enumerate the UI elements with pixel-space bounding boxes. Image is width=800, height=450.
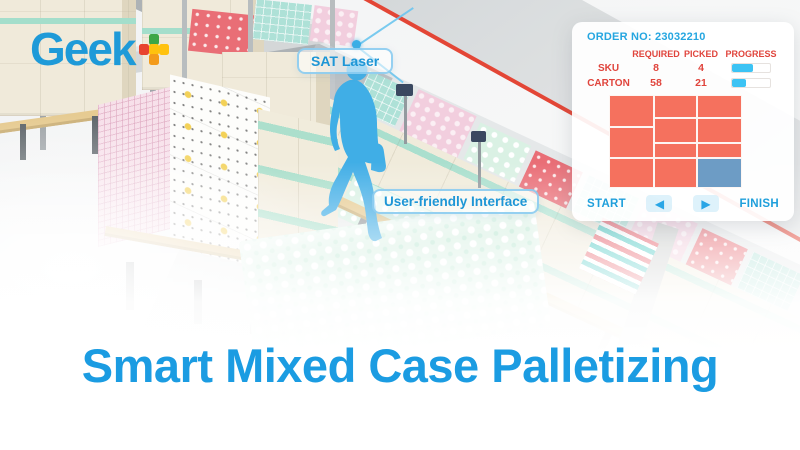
carton-required: 58 — [650, 77, 662, 89]
logo-plus-icon — [138, 34, 170, 65]
scanner-device — [396, 84, 413, 96]
pallet-grid-cell — [697, 95, 742, 119]
pallet-grid-cell — [609, 95, 654, 127]
crate-mint-top — [0, 0, 136, 24]
plus-arm-right — [158, 44, 170, 55]
plus-arm-bottom — [148, 54, 160, 65]
sku-picked: 4 — [698, 62, 704, 74]
pallet-grid-cell — [697, 118, 742, 144]
col-progress: PROGRESS — [725, 49, 777, 59]
order-number: ORDER NO: 23032210 — [587, 31, 706, 43]
col-required: REQUIRED — [632, 49, 680, 59]
row-carton-label: CARTON — [587, 77, 630, 89]
logo-text: Geek — [30, 23, 137, 75]
order-table: REQUIRED PICKED PROGRESS SKU 8 4 CARTON … — [585, 49, 780, 89]
sku-required: 8 — [653, 62, 659, 74]
order-panel: ORDER NO: 23032210 REQUIRED PICKED PROGR… — [572, 22, 794, 221]
right-arrow-icon: ▶ — [701, 196, 711, 211]
worker-silhouette — [321, 59, 386, 242]
scanner-post — [404, 94, 407, 144]
finish-button[interactable]: FINISH — [739, 197, 779, 210]
left-arrow-icon: ◀ — [654, 196, 665, 211]
scanner-device — [471, 131, 486, 142]
callout-user-friendly-interface: User-friendly Interface — [372, 189, 540, 214]
sku-progress-bar — [731, 63, 771, 73]
pallet-grid-cell — [653, 95, 698, 119]
prev-button[interactable]: ◀ — [646, 195, 673, 212]
sku-progress-fill — [732, 64, 753, 72]
carton-progress-fill — [732, 79, 747, 87]
callout-sat-laser: SAT Laser — [297, 48, 394, 74]
scanner-post — [478, 142, 481, 188]
pallet-leg — [194, 280, 202, 324]
pallet-leg — [20, 124, 26, 160]
pallet-grid-cell — [653, 158, 698, 188]
pallet-grid-cell — [609, 126, 654, 159]
pallet-grid-cell — [697, 158, 742, 188]
pallet-grid-cell — [653, 143, 698, 159]
pallet-grid-cell — [653, 118, 698, 144]
row-sku-label: SKU — [597, 62, 620, 74]
col-picked: PICKED — [683, 49, 718, 59]
carton-progress-bar — [731, 78, 771, 88]
next-button[interactable]: ▶ — [692, 195, 719, 212]
carton-picked: 21 — [695, 77, 707, 89]
pallet-grid-cell — [697, 143, 742, 159]
pallet-leg — [126, 262, 134, 310]
start-button[interactable]: START — [587, 197, 626, 210]
pallet-grid-cell — [609, 158, 654, 188]
plus-arm-left — [138, 44, 150, 55]
pallet-grid — [609, 95, 742, 188]
page-title: Smart Mixed Case Palletizing — [81, 339, 719, 392]
panel-controls: START ◀ ▶ FINISH — [587, 195, 779, 212]
geekplus-logo: Geek — [30, 23, 170, 75]
plus-arm-top — [148, 34, 160, 45]
product-box-teal — [252, 0, 312, 45]
product-box-red — [187, 8, 255, 58]
pallet-stack-pink — [98, 87, 170, 247]
plus-center — [148, 44, 160, 55]
